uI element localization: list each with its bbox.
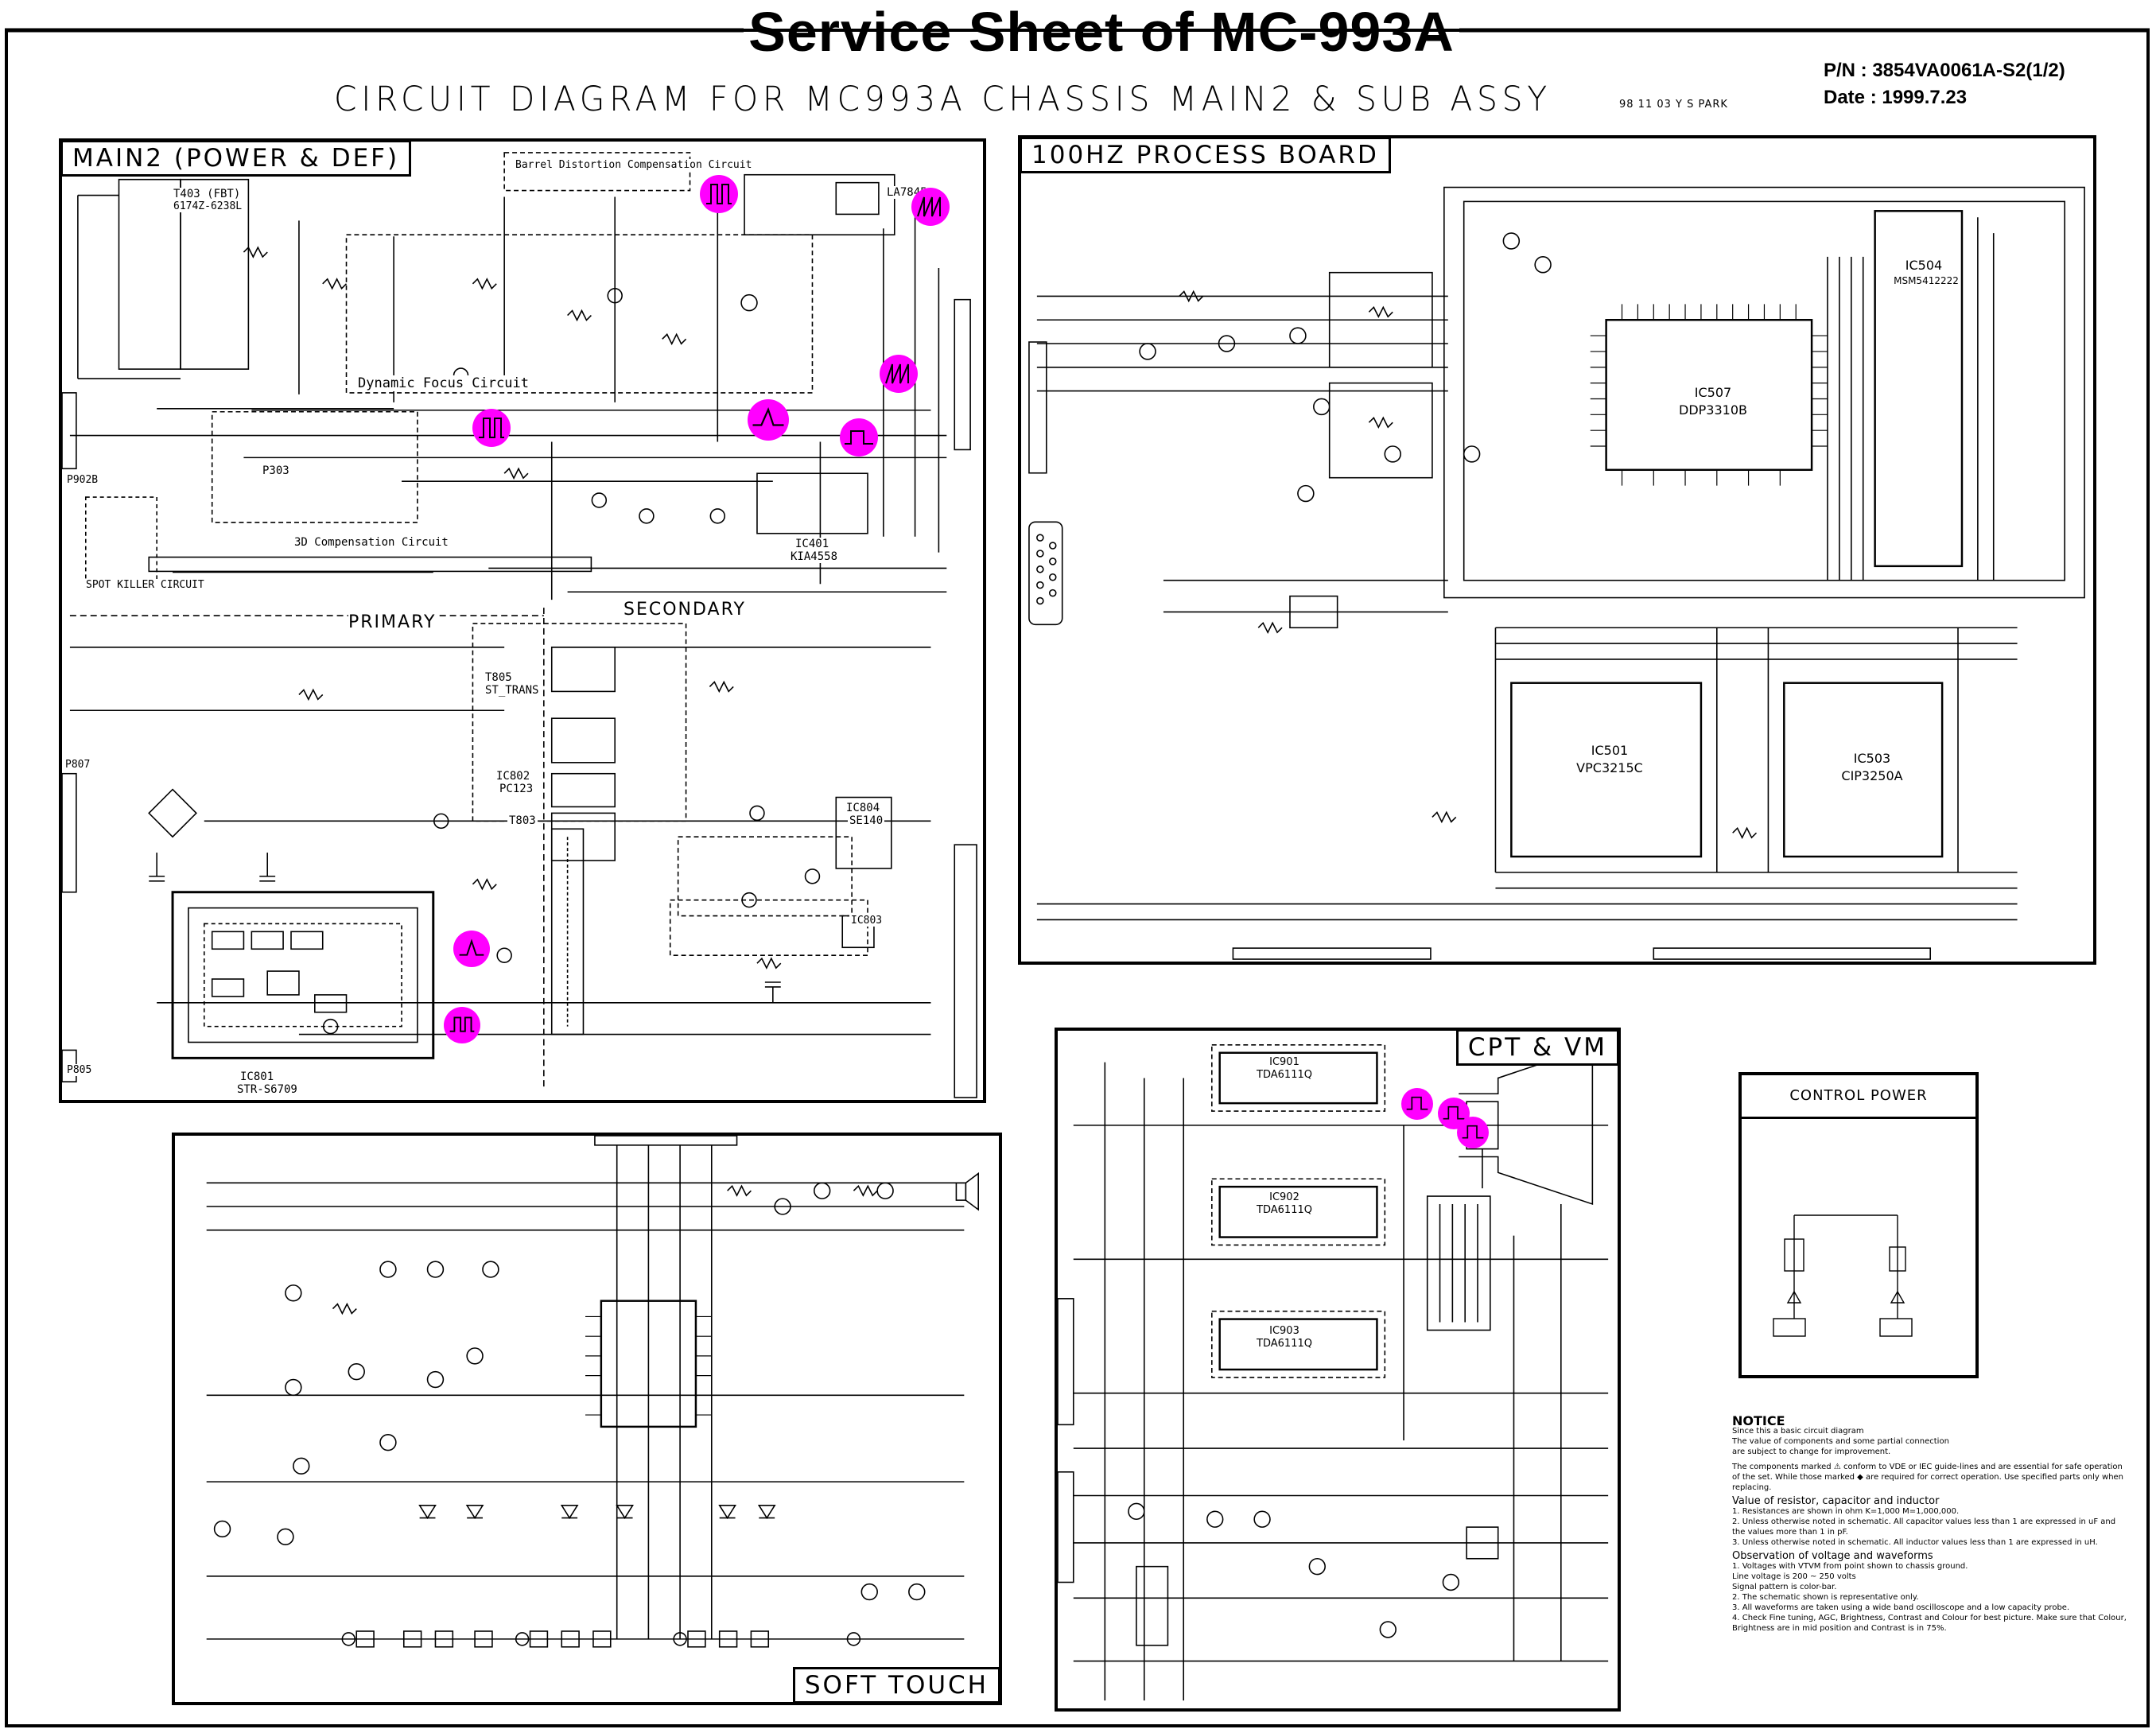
waveform-marker-pulse-2 — [472, 409, 511, 447]
ic802-label: IC802 — [495, 770, 532, 783]
control-power-title: CONTROL POWER — [1742, 1075, 1975, 1119]
author-stamp: 98 11 03 Y S PARK — [1619, 99, 1728, 111]
ic804-label: IC804 — [845, 802, 882, 814]
ic802-part-label: PC123 — [498, 783, 535, 795]
comp-3d-label: 3D Compensation Circuit — [293, 536, 450, 549]
notice-heading: NOTICE — [1732, 1413, 1785, 1428]
ic902-part-label: TDA6111Q — [1249, 1204, 1320, 1216]
notice-block: NOTICE Since this a basic circuit diagra… — [1732, 1413, 2130, 1634]
notice-values-item-3: 3. Unless otherwise noted in schematic. … — [1732, 1538, 2098, 1547]
pulse-wave-icon — [1406, 1096, 1428, 1110]
ic903-part-label: TDA6111Q — [1249, 1338, 1320, 1350]
barrel-circuit-label: Barrel Distortion Compensation Circuit — [514, 159, 754, 171]
process-schematic — [1028, 186, 2085, 960]
t803-label: T803 — [507, 814, 538, 827]
ic503-label: IC503 — [1853, 751, 1891, 766]
control-power-schematic — [1773, 1214, 1913, 1337]
diagram-subtitle: CIRCUIT DIAGRAM FOR MC993A CHASSIS MAIN2… — [334, 80, 1552, 119]
ic504-part-label: MSM5412222 — [1894, 275, 1959, 286]
waveform-marker-square-1 — [840, 418, 878, 457]
spot-killer-label: SPOT KILLER CIRCUIT — [84, 579, 206, 591]
ic501-label: IC501 — [1591, 743, 1629, 758]
cpt-vm-title: CPT & VM — [1455, 1031, 1618, 1066]
panel-process-board: 100HZ PROCESS BOARD IC507 DDP3310B IC504… — [1018, 135, 2096, 965]
p807-label: P807 — [64, 759, 92, 771]
ic504-label: IC504 — [1905, 258, 1943, 273]
pulse-wave-icon — [459, 938, 484, 956]
t805-name-label: ST_TRANS — [484, 684, 541, 697]
sheet-frame — [5, 29, 2150, 1727]
ic507-label: IC507 — [1694, 385, 1732, 400]
sawtooth-wave-icon — [885, 363, 909, 384]
notice-line-1: Since this a basic circuit diagram — [1732, 1427, 1864, 1436]
panel-cpt-vm: CPT & VM IC901 TDA6111Q IC902 TDA6111Q I… — [1055, 1028, 1621, 1712]
notice-components-note: The components marked ⚠ conform to VDE o… — [1732, 1463, 2124, 1492]
waveform-marker-cpt-3 — [1457, 1117, 1489, 1148]
main2-schematic — [62, 152, 977, 1098]
panel-main2: MAIN2 (POWER & DEF) Barrel Distortion Co… — [59, 138, 986, 1103]
square-wave-icon — [845, 430, 873, 445]
notice-obs-item-6: 4. Check Fine tuning, AGC, Brightness, C… — [1732, 1614, 2127, 1633]
ic501-part-label: VPC3215C — [1576, 760, 1643, 775]
notice-line-2: The value of components and some partial… — [1732, 1437, 1949, 1446]
waveform-marker-pulse-1 — [700, 175, 738, 213]
soft-touch-schematic — [206, 1136, 979, 1648]
waveform-marker-sawtooth-1 — [911, 188, 950, 226]
panel-control-power: CONTROL POWER — [1738, 1072, 1979, 1378]
notice-values-item-2: 2. Unless otherwise noted in schematic. … — [1732, 1517, 2116, 1537]
ic801-label: IC801 — [239, 1070, 276, 1083]
pulse-wave-icon — [706, 184, 732, 204]
ic901-part-label: TDA6111Q — [1249, 1069, 1320, 1081]
sheet-title: Service Sheet of MC-993A — [744, 2, 1459, 62]
panel-soft-touch: SOFT TOUCH — [172, 1133, 1002, 1705]
soft-touch-title: SOFT TOUCH — [792, 1667, 999, 1702]
ic507-part-label: DDP3310B — [1679, 402, 1747, 418]
pulse-wave-icon — [1443, 1105, 1465, 1120]
waveform-marker-pulse-3 — [748, 399, 789, 441]
notice-line-3: are subject to change for improvement. — [1732, 1447, 1891, 1456]
sawtooth-wave-icon — [917, 196, 941, 217]
notice-obs-item-3: Signal pattern is color-bar. — [1732, 1583, 1837, 1591]
part-number: P/N : 3854VA0061A-S2(1/2) — [1824, 60, 2065, 81]
title-bar: Service Sheet of MC-993A — [0, 0, 2156, 64]
fbt-part-label: 6174Z-6238L — [172, 200, 244, 212]
waveform-marker-square-2 — [444, 1007, 480, 1043]
t805-label: T805 — [484, 671, 514, 684]
pulse-wave-icon — [1462, 1125, 1484, 1139]
cpt-schematic — [1058, 1044, 1609, 1701]
ic401-label: IC401 — [794, 538, 831, 550]
ic804-part-label: SE140 — [848, 814, 885, 827]
main2-title: MAIN2 (POWER & DEF) — [62, 142, 412, 177]
waveform-marker-sawtooth-2 — [880, 355, 918, 393]
process-board-title: 100HZ PROCESS BOARD — [1021, 138, 1391, 173]
notice-obs-item-2: Line voltage is 200 ~ 250 volts — [1732, 1572, 1856, 1581]
p902b-label: P902B — [65, 474, 100, 486]
p303-label: P303 — [261, 464, 291, 477]
primary-label: PRIMARY — [348, 612, 437, 632]
pulse-wave-icon — [479, 418, 504, 438]
ic803-label: IC803 — [849, 915, 884, 927]
ic903-label: IC903 — [1257, 1325, 1312, 1337]
ic902-label: IC902 — [1257, 1191, 1312, 1203]
ic503-part-label: CIP3250A — [1841, 768, 1903, 783]
notice-obs-item-1: 1. Voltages with VTVM from point shown t… — [1732, 1562, 1968, 1571]
square-wave-icon — [449, 1016, 475, 1032]
ic901-label: IC901 — [1257, 1056, 1312, 1068]
ic801-part-label: STR-S6709 — [235, 1083, 299, 1096]
waveform-marker-pulse-4 — [453, 931, 490, 967]
p805-label: P805 — [65, 1064, 94, 1076]
notice-obs-item-4: 2. The schematic shown is representative… — [1732, 1593, 1919, 1602]
notice-obs-heading: Observation of voltage and waveforms — [1732, 1550, 1933, 1562]
notice-values-heading: Value of resistor, capacitor and inducto… — [1732, 1495, 1940, 1507]
sheet-date: Date : 1999.7.23 — [1824, 87, 1968, 108]
notice-values-item-1: 1. Resistances are shown in ohm K=1,000 … — [1732, 1507, 1960, 1516]
ic401-part-label: KIA4558 — [789, 550, 840, 563]
secondary-label: SECONDARY — [623, 600, 746, 620]
fbt-label: T403 (FBT) — [172, 188, 243, 200]
sheet-meta: P/N : 3854VA0061A-S2(1/2) Date : 1999.7.… — [1824, 57, 2065, 111]
pulse-wave-icon — [752, 407, 784, 426]
dynamic-focus-label: Dynamic Focus Circuit — [356, 375, 530, 391]
notice-obs-item-5: 3. All waveforms are taken using a wide … — [1732, 1603, 2070, 1612]
waveform-marker-cpt-1 — [1401, 1088, 1433, 1120]
